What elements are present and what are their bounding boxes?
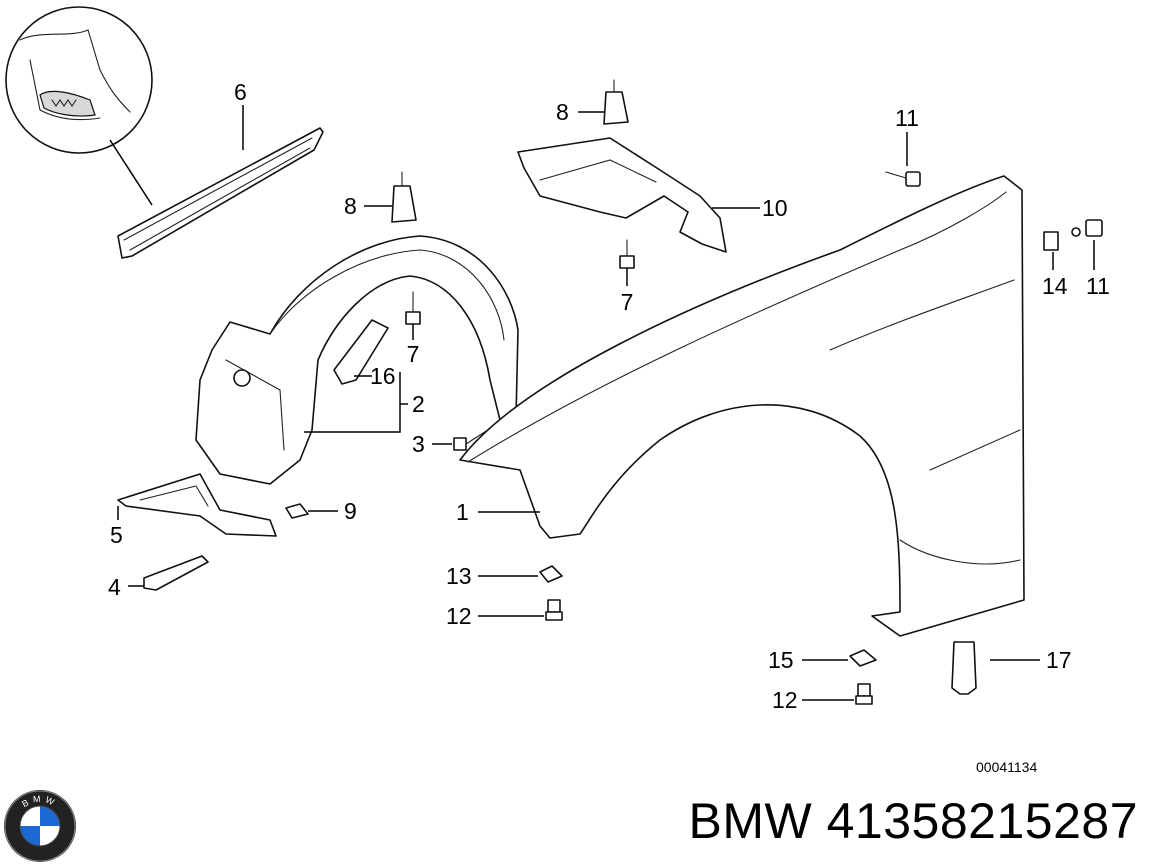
callout-label: 14: [1042, 273, 1068, 299]
part-14-clip-nut: [1043, 231, 1059, 270]
callout-label: 5: [110, 522, 123, 548]
drawing-number: 00041134: [976, 759, 1037, 775]
part-6-seal-strip: [117, 105, 324, 259]
callout-label: 10: [762, 195, 788, 221]
callout-label: 13: [446, 563, 472, 589]
callout-label: 12: [772, 687, 798, 713]
part-10-shield: [517, 137, 760, 253]
part-3-screw: [432, 425, 495, 451]
part-11-nut-top: [885, 132, 921, 187]
part-4-plate: [128, 555, 209, 591]
part-5-bracket: [117, 473, 277, 537]
part-number-title: BMW 41358215287: [688, 793, 1138, 849]
callout-label: 16: [370, 363, 396, 389]
detail-magnifier: [5, 6, 153, 206]
callout-label: 17: [1046, 647, 1072, 673]
part-13-clip-nut: [478, 565, 563, 583]
callout-label: 7: [621, 289, 634, 315]
part-11-nut-right: [1071, 219, 1103, 270]
part-15-clip-nut: [802, 649, 877, 667]
callout-label: 7: [407, 341, 420, 367]
callout-label: 15: [768, 647, 794, 673]
callout-label: 1: [456, 499, 469, 525]
part-7-screw-mid: [405, 291, 421, 340]
part-9-clip: [285, 503, 338, 519]
callout-label: 8: [344, 193, 357, 219]
callout-label: 12: [446, 603, 472, 629]
callout-label: 4: [108, 574, 121, 600]
callout-label: 2: [412, 391, 425, 417]
callout-label: 11: [1086, 273, 1110, 299]
part-12-screw-left: [478, 599, 563, 621]
bmw-logo: BMW: [4, 790, 76, 862]
part-17-buffer: [951, 641, 1040, 695]
part-8-clip-upper: [578, 79, 629, 125]
part-2-wheel-arch-liner: [195, 235, 519, 485]
callout-label: 6: [234, 79, 247, 105]
callout-label: 8: [556, 99, 569, 125]
part-8-clip-lower: [364, 171, 417, 223]
callout-label: 3: [412, 431, 425, 457]
part-7-screw-right: [619, 239, 635, 286]
callout-label: 11: [895, 105, 919, 131]
part-12-screw-right: [802, 683, 873, 705]
part-16-trim: [333, 319, 389, 385]
part-1-front-fender: [459, 175, 1025, 637]
callout-label: 9: [344, 498, 357, 524]
